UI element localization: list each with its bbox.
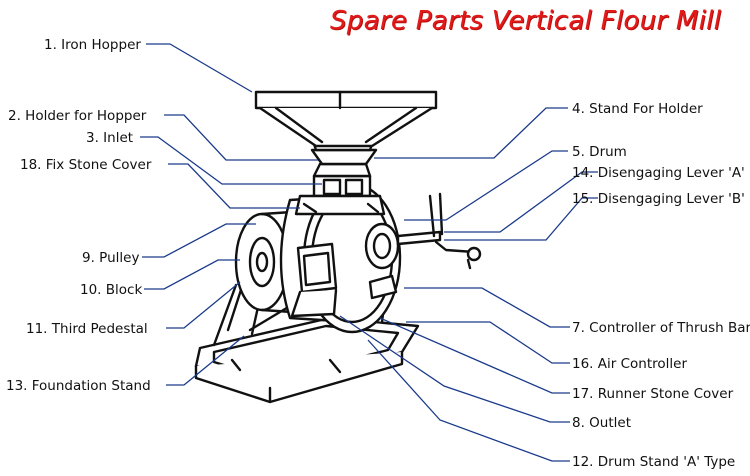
label-holder-for-hopper: 2. Holder for Hopper xyxy=(8,108,147,124)
label-runner-stone-cover: 17. Runner Stone Cover xyxy=(572,386,734,402)
leader-15 xyxy=(444,197,598,241)
leader-3 xyxy=(140,136,322,185)
label-air-controller: 16. Air Controller xyxy=(572,356,687,372)
leader-14 xyxy=(444,171,598,233)
label-disengaging-lever-b: 15. Disengaging Lever 'B' xyxy=(572,191,745,207)
inlet-assembly xyxy=(294,162,386,216)
leader-8 xyxy=(339,315,570,423)
leader-7 xyxy=(404,287,570,328)
leader-13 xyxy=(166,335,245,386)
leader-12 xyxy=(367,339,570,462)
leader-2 xyxy=(164,114,318,161)
label-controller-thrush-bar: 7. Controller of Thrush Bar xyxy=(572,320,750,336)
label-disengaging-lever-a: 14. Disengaging Lever 'A' xyxy=(572,165,745,181)
label-third-pedestal: 11. Third Pedestal xyxy=(26,321,148,337)
label-fix-stone-cover: 18. Fix Stone Cover xyxy=(20,157,152,173)
leader-16 xyxy=(406,321,570,364)
leader-17 xyxy=(379,317,570,394)
foundation-stand xyxy=(194,316,420,404)
leader-1 xyxy=(146,43,253,93)
pulley xyxy=(234,210,294,314)
label-iron-hopper: 1. Iron Hopper xyxy=(44,37,141,53)
leader-4 xyxy=(374,107,568,159)
leader-lines xyxy=(140,43,598,462)
iron-hopper xyxy=(254,90,438,148)
leader-11 xyxy=(166,281,241,329)
leader-10 xyxy=(144,259,240,290)
controller-levers xyxy=(368,192,482,300)
leader-18 xyxy=(168,163,300,209)
diagram-title: Spare Parts Vertical Flour Mill xyxy=(330,6,722,36)
label-block: 10. Block xyxy=(80,282,143,298)
label-stand-for-holder: 4. Stand For Holder xyxy=(572,101,703,117)
label-foundation-stand: 13. Foundation Stand xyxy=(6,378,151,394)
leader-5 xyxy=(404,150,568,221)
leader-9 xyxy=(142,223,256,258)
outlet-block xyxy=(290,242,338,318)
label-pulley: 9. Pulley xyxy=(82,250,140,266)
label-outlet: 8. Outlet xyxy=(572,415,631,431)
label-drum: 5. Drum xyxy=(572,144,627,160)
label-inlet: 3. Inlet xyxy=(86,130,134,146)
label-drum-stand-a-type: 12. Drum Stand 'A' Type xyxy=(572,454,736,470)
